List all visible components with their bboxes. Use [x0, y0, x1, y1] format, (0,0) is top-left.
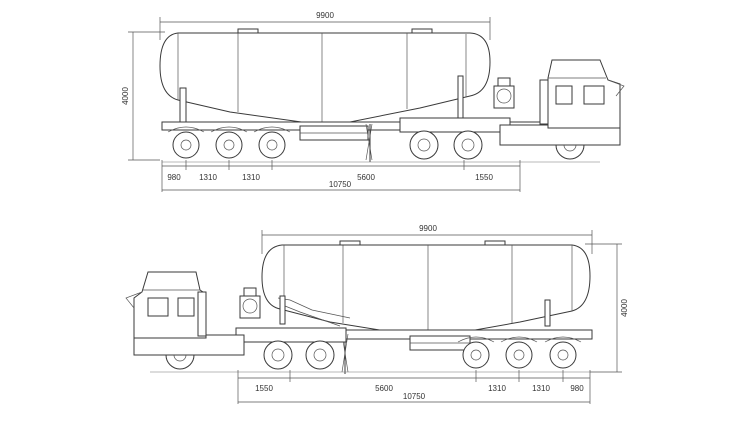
top-segment-dimensions: 980 1310 1310 5600 1550 10750: [161, 160, 521, 192]
top-height-label: 4000: [121, 87, 130, 105]
top-trailer-wheels: [167, 126, 291, 159]
top-total-length-label: 10750: [329, 180, 352, 189]
top-segment-label-3: 1310: [242, 173, 260, 182]
bottom-overall-length-dimension: 9900: [261, 224, 593, 254]
bottom-total-length-label: 10750: [403, 392, 426, 401]
top-segment-label-5: 1550: [475, 173, 493, 182]
top-overall-length-label: 9900: [316, 11, 334, 20]
top-segment-label-2: 1310: [199, 173, 217, 182]
top-tractor: [399, 59, 625, 160]
bottom-view: 9900 4000: [125, 224, 629, 404]
bottom-tank: [261, 240, 591, 339]
bottom-segment-label-4: 1310: [532, 384, 550, 393]
top-overall-length-dimension: 9900: [159, 11, 491, 40]
top-height-dimension: 4000: [121, 31, 165, 161]
bottom-tractor: [125, 271, 347, 370]
bottom-segment-label-5: 980: [570, 384, 584, 393]
bottom-height-dimension: 4000: [585, 243, 629, 373]
bottom-height-label: 4000: [620, 299, 629, 317]
top-tank: [159, 28, 491, 127]
bottom-segment-label-1: 1550: [255, 384, 273, 393]
bottom-segment-label-2: 5600: [375, 384, 393, 393]
bottom-segment-dimensions: 1550 5600 1310 1310 980 10750: [237, 370, 591, 404]
bottom-segment-label-3: 1310: [488, 384, 506, 393]
top-segment-label-1: 980: [167, 173, 181, 182]
bottom-trailer-wheels: [457, 336, 582, 369]
top-view: 9900 4000: [121, 11, 625, 192]
top-segment-label-4: 5600: [357, 173, 375, 182]
bottom-overall-length-label: 9900: [419, 224, 437, 233]
